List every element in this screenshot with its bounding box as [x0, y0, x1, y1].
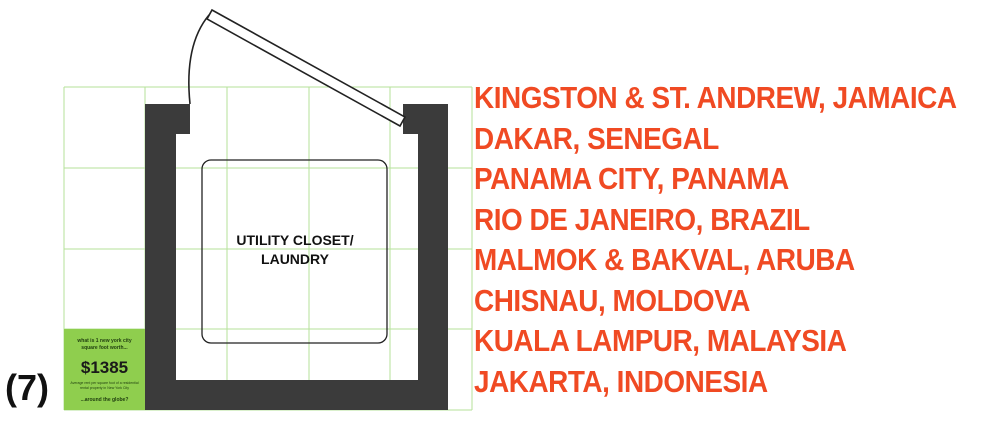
city-item: KINGSTON & ST. ANDREW, JAMAICA	[474, 80, 957, 115]
city-item: KUALA LAMPUR, MALAYSIA	[474, 323, 847, 358]
room-label-line1: UTILITY CLOSET/	[236, 232, 353, 248]
city-list: KINGSTON & ST. ANDREW, JAMAICA DAKAR, SEN…	[474, 78, 1000, 402]
price-card-heading-line2: square foot worth...	[81, 345, 128, 351]
price-card-heading-line1: what is 1 new york city	[76, 338, 131, 344]
appliance-outline	[201, 159, 388, 344]
door-leaf	[205, 8, 407, 128]
city-item: JAKARTA, INDONESIA	[474, 363, 768, 399]
price-card-price: $1385	[81, 358, 128, 377]
city-item: PANAMA CITY, PANAMA	[474, 161, 789, 196]
price-card-footer: ...around the globe?	[81, 397, 129, 403]
city-item: RIO DE JANEIRO, BRAZIL	[474, 201, 810, 237]
city-item: CHISNAU, MOLDOVA	[474, 282, 750, 318]
city-item: MALMOK & BAKVAL, ARUBA	[474, 242, 855, 277]
door-swing-arc	[188, 14, 210, 105]
closet-walls	[145, 104, 448, 410]
price-card-background	[64, 329, 145, 410]
price-card: what is 1 new york city square foot wort…	[64, 329, 145, 410]
city-item: DAKAR, SENEGAL	[474, 120, 719, 156]
price-card-fine-print-line2: rental property in New York City	[80, 386, 129, 390]
figure-number: (7)	[5, 367, 49, 408]
price-card-fine-print-line1: Average rent per square foot of a reside…	[70, 381, 138, 385]
room-label-line2: LAUNDRY	[261, 251, 330, 267]
